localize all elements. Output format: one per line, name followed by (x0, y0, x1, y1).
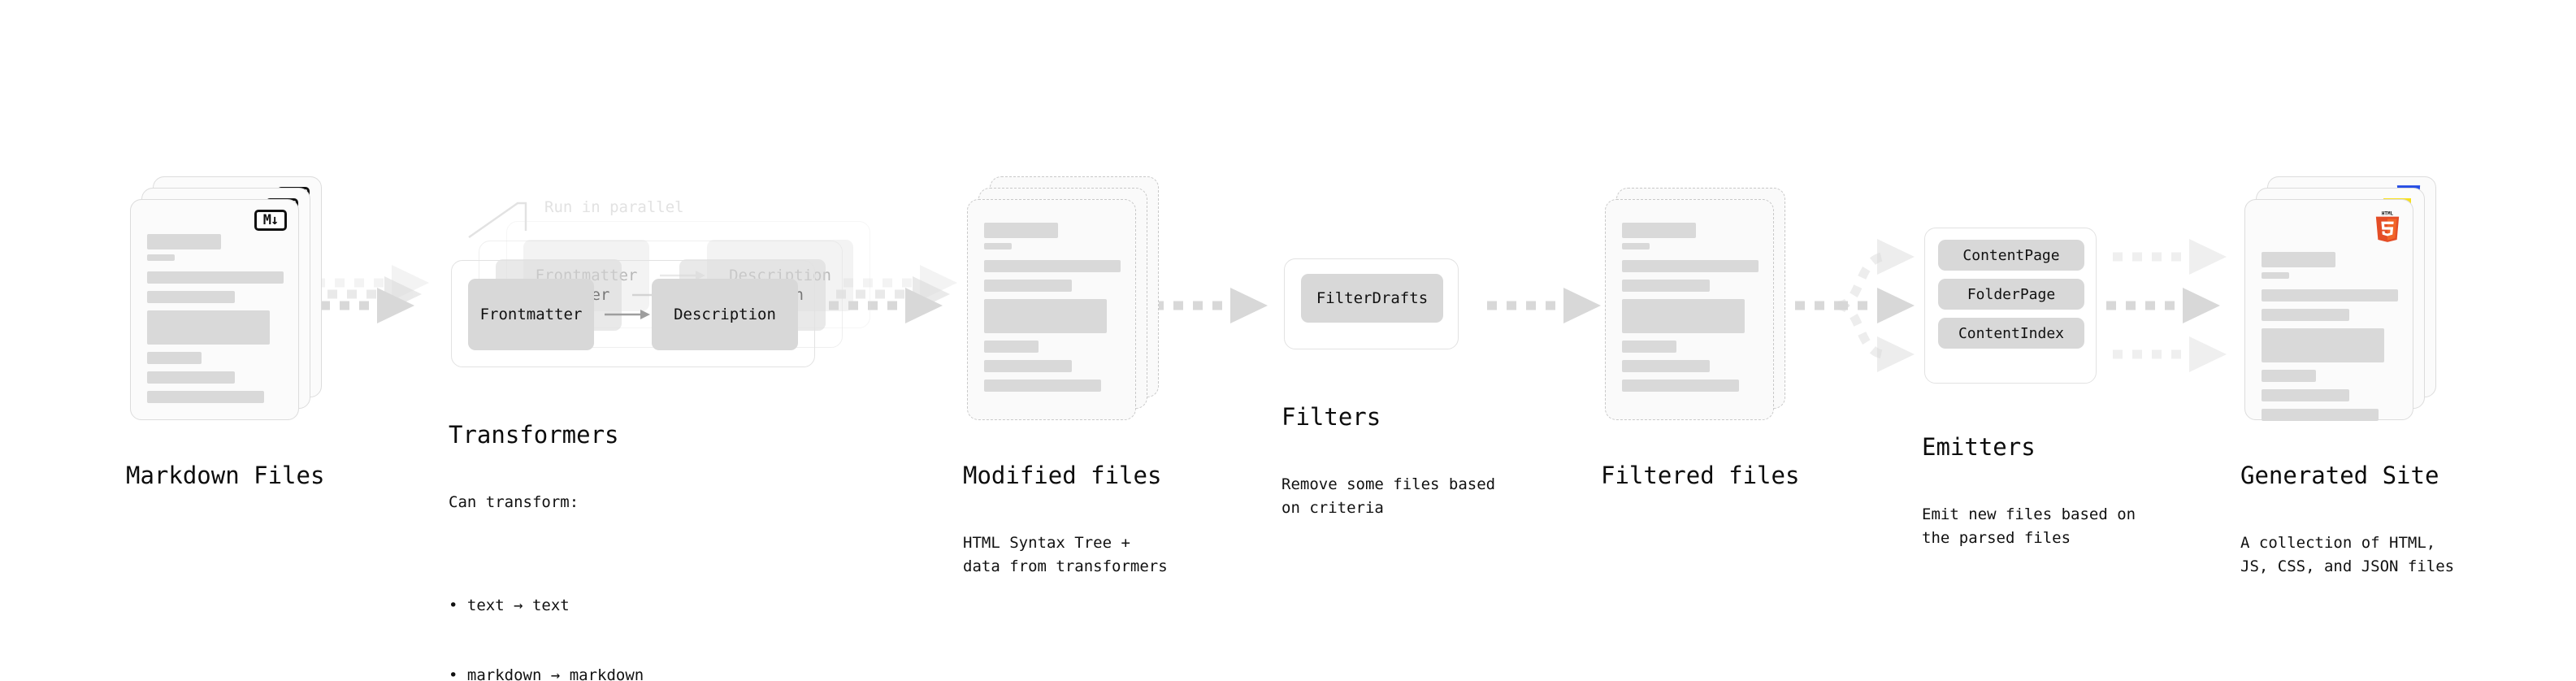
modified-files-caption: Modified files HTML Syntax Tree + data f… (963, 431, 1168, 609)
page-title: Emitters (1922, 433, 2036, 461)
content-bar (1622, 223, 1696, 238)
site-card-front[interactable]: HTML (2244, 199, 2413, 421)
page-title: Filtered files (1601, 462, 1800, 489)
chip-folderpage[interactable]: FolderPage (1938, 279, 2084, 310)
content-bar (147, 391, 265, 403)
content-bar (147, 352, 202, 364)
content-bar (2262, 252, 2335, 267)
arrow-modified-to-filters (1154, 288, 1268, 323)
filters-caption: Filters Remove some files based on crite… (1281, 372, 1495, 551)
stage-modified-files: Modified files HTML Syntax Tree + data f… (963, 176, 1168, 575)
filtered-files-caption: Filtered files (1601, 431, 1799, 520)
content-bar (984, 280, 1072, 292)
md-icon: M↓ (254, 210, 287, 231)
chip-contentindex[interactable]: ContentIndex (1938, 318, 2084, 349)
markdown-card-content (147, 234, 284, 410)
content-bar (1622, 360, 1710, 372)
modified-card-stack (967, 176, 1162, 427)
content-bar (984, 223, 1058, 238)
generated-site-subtitle: A collection of HTML, JS, CSS, and JSON … (2240, 534, 2455, 575)
page-title: Modified files (963, 462, 1162, 489)
emitters-caption: Emitters Emit new files based on the par… (1922, 402, 2136, 581)
content-bar (1622, 243, 1650, 249)
chip-contentpage[interactable]: ContentPage (1938, 240, 2084, 271)
filtered-card-stack (1605, 188, 1800, 427)
page-title: Generated Site (2240, 462, 2439, 489)
content-bar (147, 291, 235, 303)
transformers-box: Frontmatter Description (451, 260, 815, 367)
modified-card-front[interactable] (967, 199, 1136, 420)
arrow-filtered-to-emitters (1776, 239, 1915, 372)
content-bar (1622, 299, 1746, 333)
bullet-item: • markdown → markdown (449, 666, 644, 681)
content-bar (1622, 260, 1759, 272)
markdown-files-caption: Markdown Files (126, 431, 324, 520)
transformers-bullets: • text → text • markdown → markdown • ht… (449, 547, 644, 681)
content-bar (984, 260, 1121, 272)
modified-card-content (984, 223, 1121, 399)
transformers-caption: Transformers Can transform: • text → tex… (449, 390, 644, 681)
content-bar (147, 234, 221, 249)
modified-files-subtitle: HTML Syntax Tree + data from transformer… (963, 534, 1168, 575)
transformers-subtitle: Can transform: (449, 493, 579, 511)
emitters-subtitle: Emit new files based on the parsed files (1922, 505, 2136, 547)
content-bar (147, 254, 175, 261)
content-bar (984, 299, 1108, 333)
page-title: Transformers (449, 421, 619, 449)
chip-filterdrafts[interactable]: FilterDrafts (1301, 274, 1443, 323)
stage-generated-site: CSS JS HTML (2240, 176, 2454, 575)
page-title: Markdown Files (126, 462, 325, 489)
content-bar (2262, 309, 2349, 321)
markdown-card-stack: M↓ M↓ M↓ (130, 176, 325, 427)
markdown-card-front[interactable]: M↓ (130, 199, 299, 420)
content-bar (2262, 328, 2385, 362)
site-card-stack: CSS JS HTML (2244, 176, 2439, 427)
emitters-box[interactable]: ContentPage FolderPage ContentIndex (1924, 228, 2097, 384)
content-bar (2262, 289, 2398, 301)
chip-frontmatter[interactable]: Frontmatter (468, 279, 594, 350)
filtered-card-content (1622, 223, 1759, 399)
content-bar (1622, 280, 1710, 292)
content-bar (984, 360, 1072, 372)
content-bar (984, 340, 1039, 353)
content-bar (147, 310, 271, 345)
svg-text:HTML: HTML (2382, 210, 2394, 216)
page-title: Filters (1281, 403, 1381, 431)
parallel-leader-line (468, 202, 527, 238)
stage-markdown-files: M↓ M↓ M↓ (126, 176, 325, 489)
content-bar (2262, 389, 2349, 401)
content-bar (147, 271, 284, 284)
content-bar (1622, 340, 1677, 353)
content-bar (2262, 409, 2379, 421)
filters-box[interactable]: FilterDrafts (1284, 258, 1459, 349)
arrow-emitters-to-site (2106, 239, 2227, 372)
arrow-filters-to-filtered (1487, 288, 1601, 323)
stage-filtered-files: Filtered files (1601, 188, 1800, 489)
generated-site-caption: Generated Site A collection of HTML, JS,… (2240, 431, 2454, 609)
html5-icon: HTML (2374, 210, 2401, 245)
site-card-content (2262, 252, 2398, 428)
filters-subtitle: Remove some files based on criteria (1281, 475, 1496, 517)
content-bar (984, 243, 1012, 249)
content-bar (984, 380, 1102, 392)
run-in-parallel-label: Run in parallel (544, 198, 684, 216)
inner-arrow-front (605, 310, 650, 319)
content-bar (2262, 370, 2317, 382)
content-bar (147, 371, 235, 384)
content-bar (1622, 380, 1740, 392)
content-bar (2262, 272, 2289, 279)
filtered-card-front[interactable] (1605, 199, 1774, 420)
chip-description[interactable]: Description (652, 279, 798, 350)
bullet-item: • text → text (449, 596, 570, 614)
